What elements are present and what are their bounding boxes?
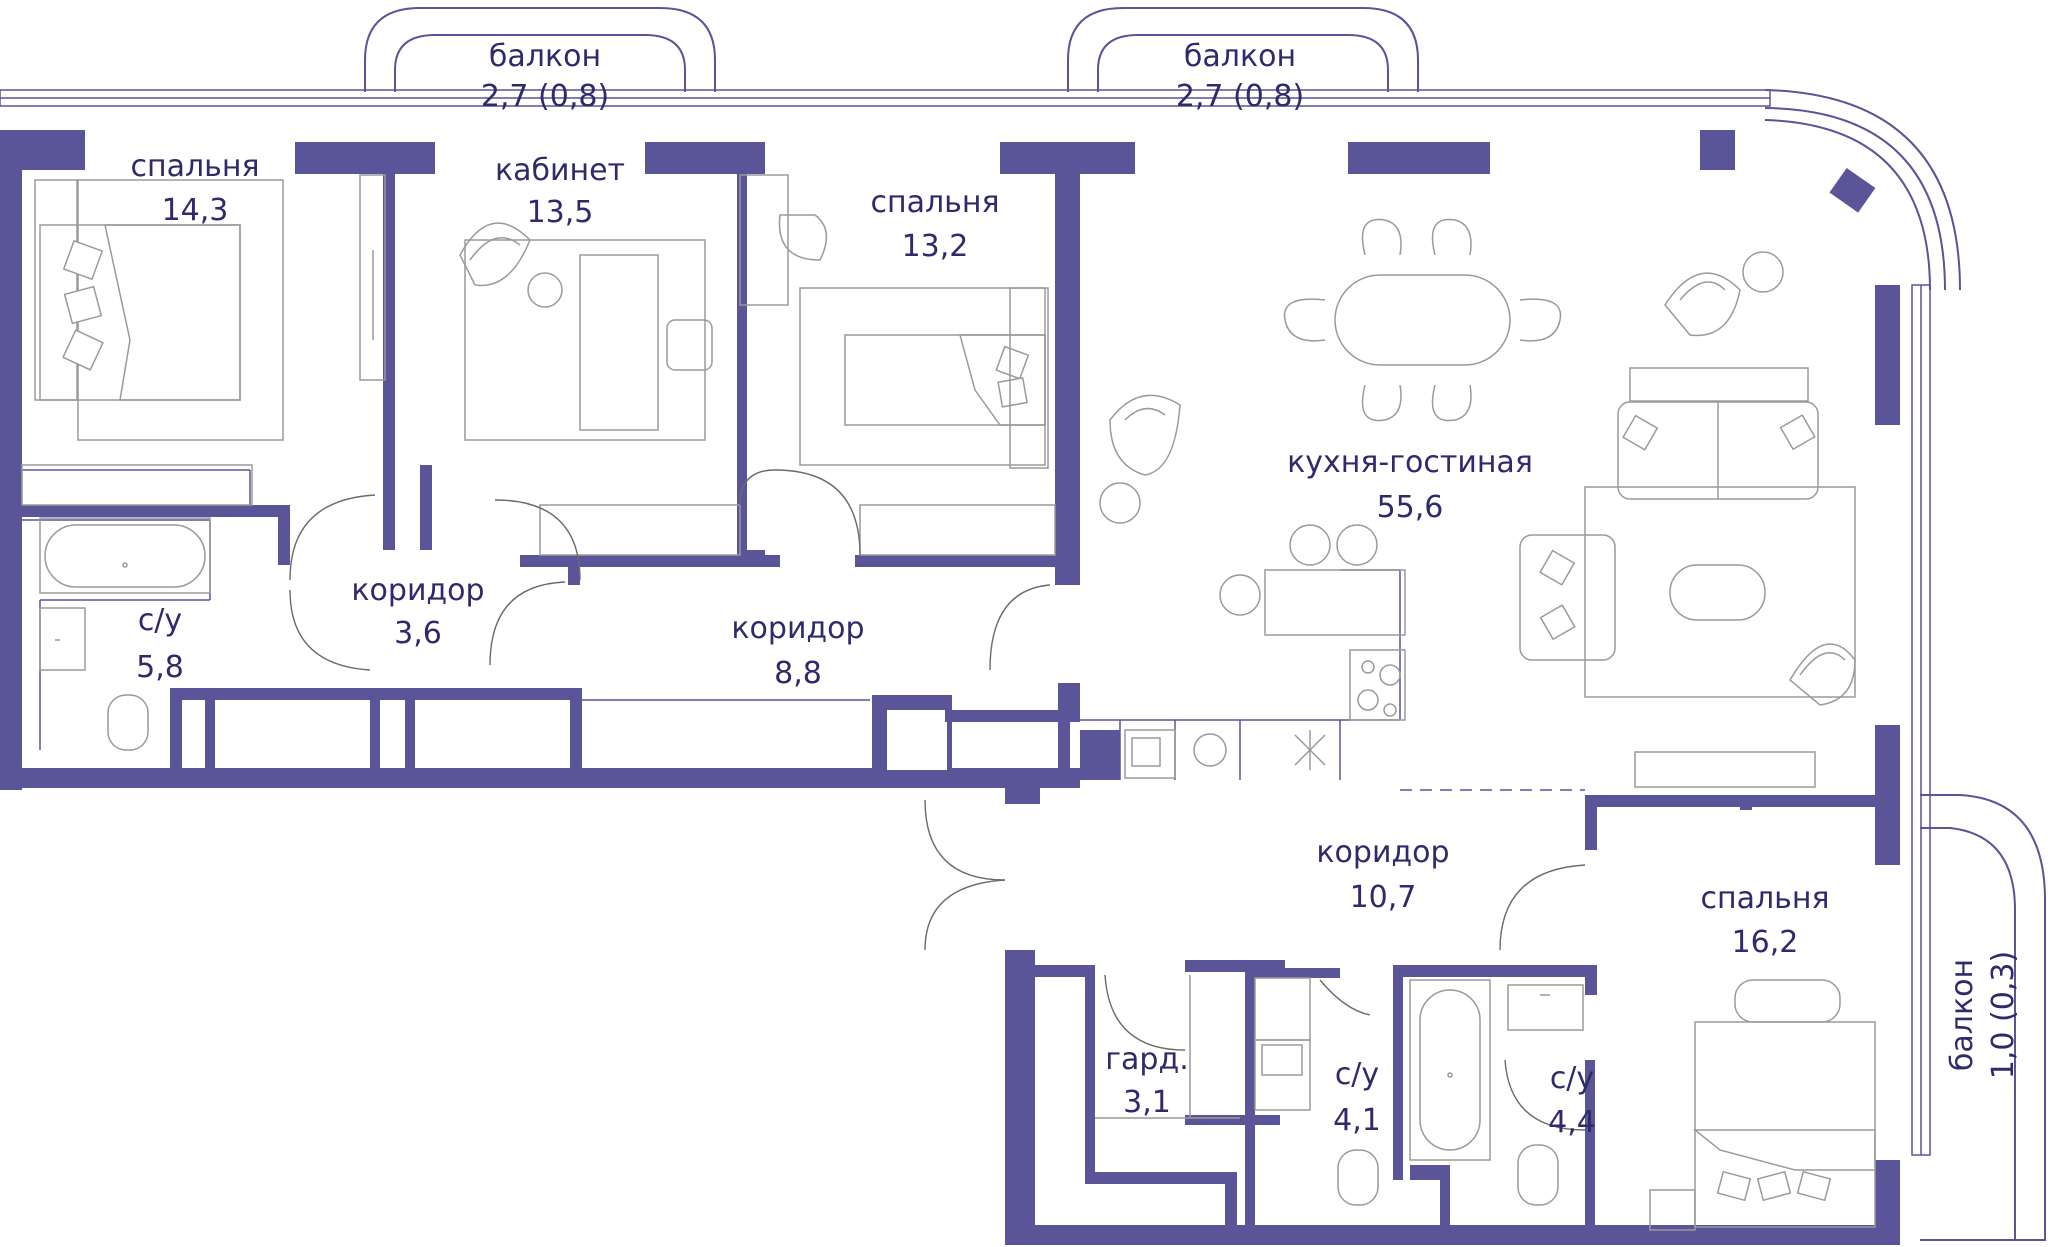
room-area: 1,0 (0,3)	[1986, 951, 2021, 1079]
curved-corner-glazing	[1764, 89, 1961, 291]
room-name: с/у	[1335, 1057, 1379, 1092]
room-name: балкон	[1184, 39, 1296, 74]
room-corridor-1: коридор 3,6	[351, 573, 484, 651]
dining-table	[1283, 218, 1562, 422]
room-area: 13,2	[902, 229, 969, 264]
room-area: 2,7 (0,8)	[1176, 79, 1304, 114]
room-area: 3,6	[394, 616, 442, 651]
walls	[0, 130, 1900, 1245]
room-bathroom-2: с/у 4,1	[1333, 1057, 1381, 1138]
wardrobe-bedroom-1	[359, 174, 386, 381]
room-corridor-2: коридор 8,8	[731, 611, 864, 691]
room-name: спальня	[1700, 881, 1829, 916]
armchair-left	[1099, 394, 1181, 524]
room-name: кабинет	[495, 153, 625, 188]
bed-bedroom-3	[1649, 979, 1876, 1231]
sink-bathroom-1	[39, 607, 86, 671]
room-bathroom-3: с/у 4,4	[1548, 1061, 1596, 1140]
bed-bedroom-2	[739, 174, 1056, 556]
balcony-2-outline	[1067, 7, 1419, 92]
room-corridor-3: коридор 10,7	[1316, 835, 1449, 915]
room-name: гард.	[1105, 1042, 1188, 1077]
bed-bedroom-1	[21, 179, 284, 506]
room-study: кабинет 13,5	[495, 153, 625, 230]
room-kitchen-living: кухня-гостиная 55,6	[1287, 445, 1533, 525]
door-swings	[289, 469, 1586, 1131]
room-area: 13,5	[527, 195, 594, 230]
desk-study	[459, 222, 741, 556]
sofa-set	[1519, 367, 1856, 788]
room-name: кухня-гостиная	[1287, 445, 1533, 480]
room-area: 3,1	[1123, 1085, 1171, 1120]
room-bedroom-2: спальня 13,2	[870, 185, 999, 264]
washer-bathroom-2	[1254, 977, 1311, 1111]
right-window-strip	[1911, 284, 1931, 1156]
room-name: спальня	[130, 149, 259, 184]
room-area: 5,8	[136, 650, 184, 685]
room-area: 55,6	[1377, 490, 1444, 525]
bathtub-bathroom-1	[39, 517, 211, 594]
room-name: коридор	[731, 611, 864, 646]
room-area: 16,2	[1732, 925, 1799, 960]
room-balcony-1: балкон 2,7 (0,8)	[481, 39, 609, 114]
bathtub-bathroom-3	[1409, 979, 1491, 1161]
sink-bathroom-3	[1507, 984, 1584, 1031]
wardrobe-shelves	[1095, 975, 1240, 1119]
room-name: с/у	[138, 603, 182, 638]
room-area: 4,1	[1333, 1103, 1381, 1138]
room-name: коридор	[351, 573, 484, 608]
room-area: 8,8	[774, 656, 822, 691]
balcony-3-outline	[1920, 794, 2046, 1241]
room-name: коридор	[1316, 835, 1449, 870]
room-bedroom-1: спальня 14,3	[130, 149, 259, 228]
armchair-top	[1664, 251, 1784, 337]
room-balcony-2: балкон 2,7 (0,8)	[1176, 39, 1304, 114]
room-name: спальня	[870, 185, 999, 220]
room-area: 2,7 (0,8)	[481, 79, 609, 114]
room-name: балкон	[489, 39, 601, 74]
kitchen-island	[1219, 524, 1406, 721]
balcony-1-outline	[364, 7, 716, 92]
toilet-bathroom-2	[1337, 1149, 1379, 1206]
room-wardrobe: гард. 3,1	[1105, 1042, 1188, 1120]
room-area: 14,3	[162, 193, 229, 228]
toilet-bathroom-3	[1517, 1144, 1559, 1206]
room-area: 10,7	[1350, 880, 1417, 915]
room-balcony-3: балкон 1,0 (0,3)	[1945, 951, 2021, 1079]
room-name: с/у	[1550, 1061, 1594, 1096]
toilet-bathroom-1	[107, 694, 149, 751]
room-name: балкон	[1945, 959, 1980, 1071]
room-bathroom-1: с/у 5,8	[136, 603, 184, 685]
kitchen-counter-sink	[1124, 729, 1326, 779]
top-window-strip	[0, 89, 1771, 107]
room-bedroom-3: спальня 16,2	[1700, 881, 1829, 960]
room-area: 4,4	[1548, 1105, 1596, 1140]
